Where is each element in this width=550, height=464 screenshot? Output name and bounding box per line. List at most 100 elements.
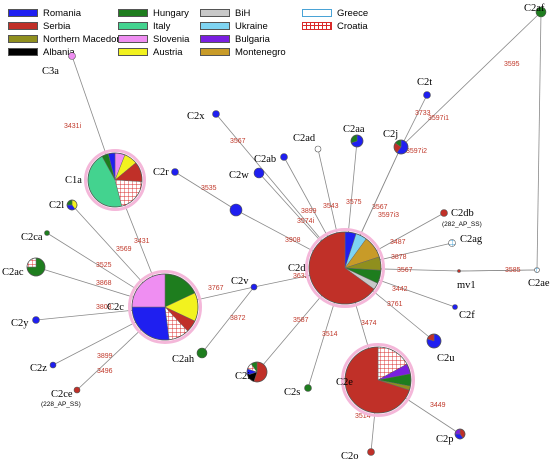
legend-item-slovenia: Slovenia [118,34,189,46]
node-slice-C2ag-greece [448,239,456,247]
node-unlabeled_blue[interactable] [229,203,243,217]
node-C2ce[interactable]: C2ce(228_AP_SS) [41,386,81,408]
node-C2ab[interactable]: C2ab [254,153,288,166]
node-C2u[interactable]: C2u [426,333,455,364]
node-label-C2z: C2z [30,363,47,374]
node-label-C2db: C2db [451,208,474,219]
node-C2z[interactable]: C2z [30,361,57,374]
node-sublabel-C2db: (282_AP_SS) [442,221,482,228]
node-label-C2ce: C2ce [51,389,73,400]
legend-item-nmacedonia: Northern Macedonia [8,34,129,46]
node-C2ac[interactable]: C2ac [2,257,46,278]
node-halo-C2e [341,343,415,417]
node-C2y[interactable]: C2y [11,316,40,330]
node-slice-C2r-romania [171,168,179,176]
node-label-C2ah: C2ah [172,354,195,365]
edge-label-C2l-C2c: 3569 [116,246,132,253]
node-C2ca[interactable]: C2ca [21,230,50,244]
edge-label-C2d-C2u: 3761 [387,301,403,308]
node-slice-C2ah-hungary [196,347,208,359]
node-C2ad[interactable]: C2ad [293,133,322,153]
legend-swatch-hungary [118,9,148,18]
edge-label-C2c-C2v: 3767 [208,285,224,292]
edge-label-C2af-C2ae: 3595 [504,61,520,68]
edge-label-C2j-C2d: 3597i2 [406,148,427,155]
node-C1a[interactable]: C1a [65,149,146,211]
legend-label-serbia: Serbia [43,21,71,32]
node-halo-C2d [305,228,385,308]
edge-label-C2t-C2j: 3733 [415,110,431,117]
node-slice-C2y-romania [32,316,40,324]
edge-label-C2e-C2p: 3449 [430,402,446,409]
node-label-C2e: C2e [336,377,353,388]
node-slice-C2o-serbia [367,448,375,456]
edge-label-C2ac-C2c: 3868 [96,280,112,287]
node-C2ag[interactable]: C2ag [448,234,483,247]
node-C2i[interactable]: C2i [235,361,268,383]
node-slice-C2z-romania [49,361,57,369]
edge-label-mv1-C2ae: 3567 [397,267,413,274]
legend-label-bulgaria: Bulgaria [235,34,270,45]
node-C2aa[interactable]: C2aa [343,124,365,148]
node-outline-C2i [246,361,268,383]
edge-label-C2af-C2j: 3597i1 [428,115,449,122]
node-slice-C3a-slovenia [68,52,76,60]
edge-label-C2w-C2d: 3574i [297,218,315,225]
node-C2c[interactable]: C2c [107,270,202,344]
node-label-C2f: C2f [459,310,475,321]
node-outline-C2p [454,428,466,440]
edge-label-C2d-C2i: 3587 [293,317,309,324]
edge-label-C2j-C2d: 3567 [372,204,388,211]
node-C2ae[interactable]: C2ae [528,267,550,290]
node-C2v[interactable]: C2v [231,276,258,291]
node-C2p[interactable]: C2p [436,428,466,445]
legend-swatch-austria [118,48,148,57]
node-C3a[interactable]: C3a [42,52,76,78]
node-C2d[interactable]: C2d [288,228,385,308]
node-C2w[interactable]: C2w [229,167,265,181]
legend-item-romania: Romania [8,8,81,20]
legend-label-hungary: Hungary [153,8,189,19]
node-halo-C1a [84,149,146,211]
legend-item-montenegro: Montenegro [200,47,286,59]
edge-label-C2aa-C2d: 3575 [346,199,362,206]
node-C2s[interactable]: C2s [284,384,312,399]
node-outline-C2aa [350,134,364,148]
node-C2x[interactable]: C2x [187,110,220,123]
legend-label-croatia: Croatia [337,21,368,32]
node-C2e[interactable]: C2e [336,343,415,417]
node-slice-C2t-romania [423,91,431,99]
node-C2af[interactable]: C2af [524,3,547,18]
legend-swatch-montenegro [200,48,230,57]
edge-label-C1a-C2c: 3431 [134,238,150,245]
legend-item-bih: BiH [200,8,250,20]
node-mv1[interactable]: mv1 [457,269,476,292]
node-C2ah[interactable]: C2ah [172,347,208,365]
node-C2t[interactable]: C2t [417,77,432,99]
node-C2db[interactable]: C2db (282_AP_SS) [440,208,482,228]
node-C2j[interactable]: C2j [383,129,409,155]
node-outline-C2u [426,333,442,349]
legend-swatch-italy [118,22,148,31]
edge-label-C3a-C1a: 3431i [64,123,82,130]
edge-C2af-C2ae [536,11,542,271]
legend-label-italy: Italy [153,21,171,32]
node-C2f[interactable]: C2f [452,304,476,322]
node-slice-C2ce-serbia [73,386,81,394]
legend-item-greece: Greece [302,8,368,20]
node-C2l[interactable]: C2l [49,199,78,211]
node-label-C2ac: C2ac [2,267,24,278]
edge-label-C2d-C2ag: 3487 [390,239,406,246]
node-outline-C2c [131,273,199,341]
edge-mv1-C2ae [458,269,538,272]
legend-swatch-croatia [302,22,332,31]
node-halo-C2c [128,270,202,344]
node-C2r[interactable]: C2r [153,167,179,178]
node-label-mv1: mv1 [457,280,476,291]
node-C2o[interactable]: C2o [341,448,375,463]
edge-C2r-unlabeled_blue [174,171,237,211]
node-label-C2w: C2w [229,170,249,181]
node-outline-C2e [344,346,412,414]
node-label-C2i: C2i [235,371,250,382]
node-outline-C2ac [26,257,46,277]
